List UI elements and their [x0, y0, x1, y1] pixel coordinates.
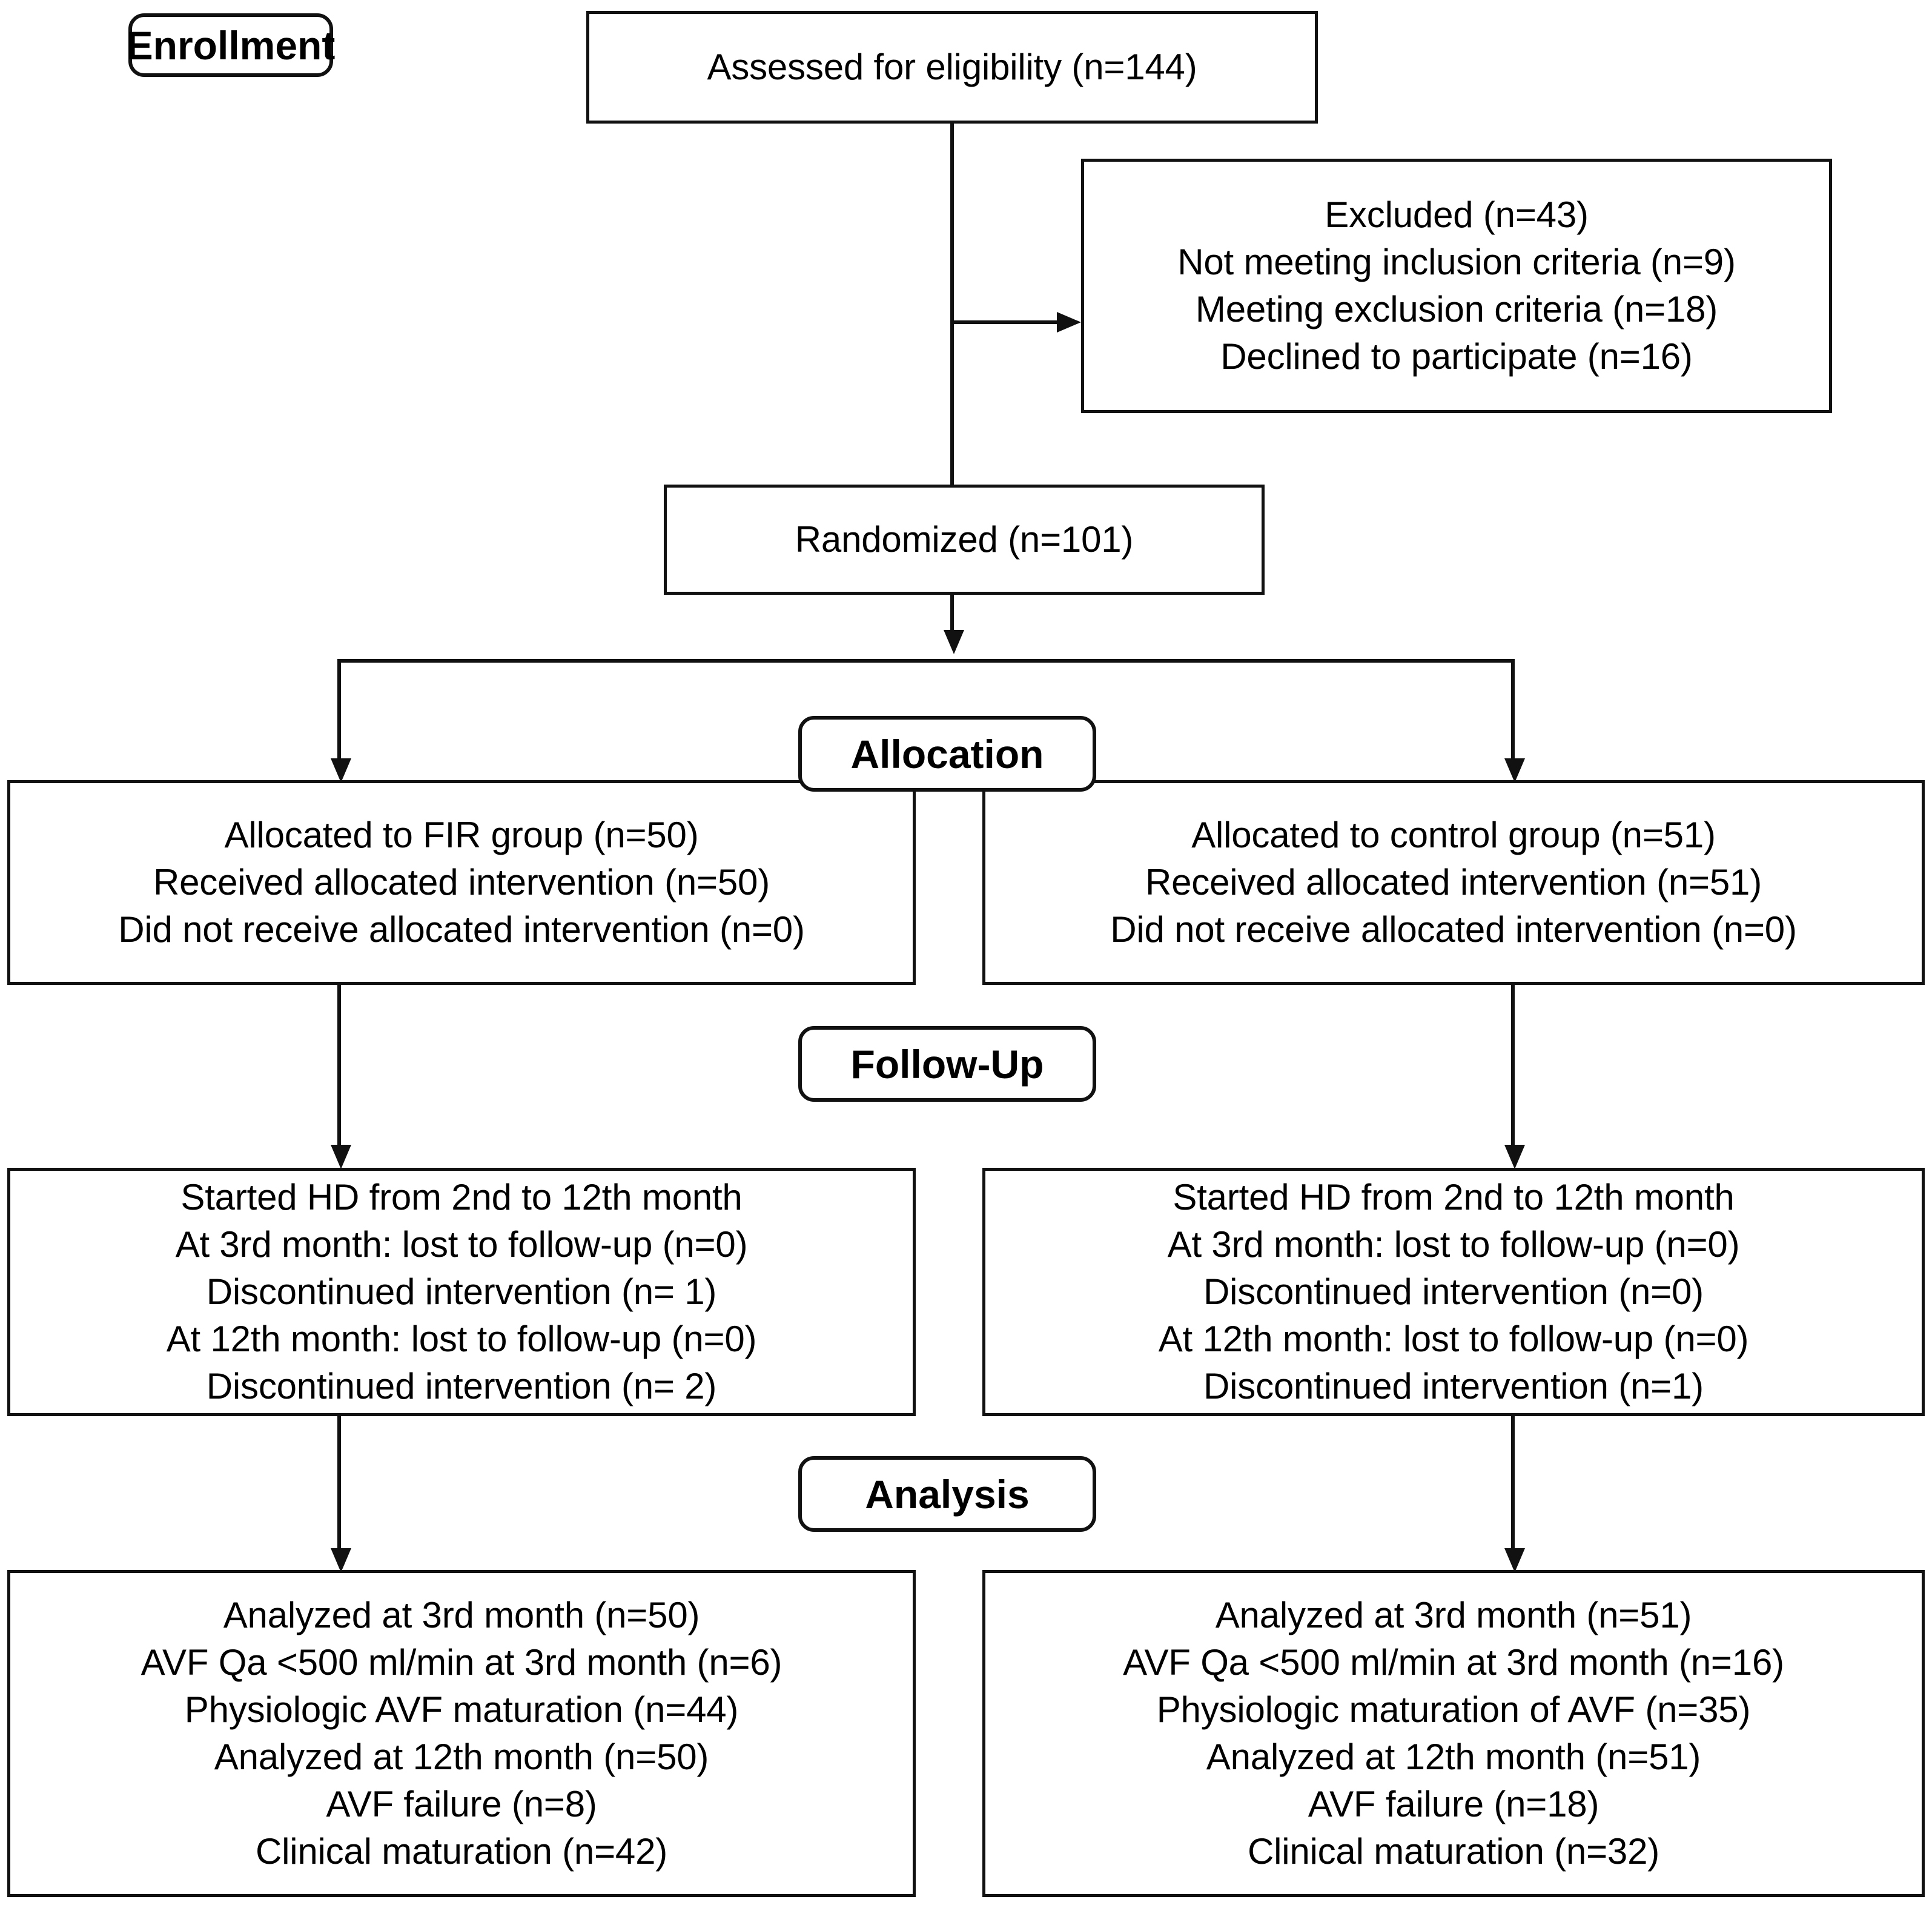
- analysis-right-box: Analyzed at 3rd month (n=51) AVF Qa <500…: [982, 1570, 1925, 1897]
- allocation-left-line-1: Allocated to FIR group (n=50): [224, 815, 699, 855]
- stage-label-enrollment-text: Enrollment: [126, 22, 336, 68]
- stage-label-allocation-text: Allocation: [850, 731, 1044, 777]
- connector-allocation-right-to-followup-right: [1511, 985, 1515, 1148]
- stage-label-allocation: Allocation: [798, 716, 1096, 792]
- analysis-right-line-1: Analyzed at 3rd month (n=51): [1215, 1595, 1692, 1635]
- randomized-box: Randomized (n=101): [664, 485, 1265, 595]
- analysis-left-line-2: AVF Qa <500 ml/min at 3rd month (n=6): [141, 1642, 782, 1683]
- analysis-right-line-5: AVF failure (n=18): [1308, 1784, 1600, 1824]
- analysis-left-line-3: Physiologic AVF maturation (n=44): [184, 1689, 739, 1730]
- stage-label-followup-text: Follow-Up: [850, 1041, 1044, 1087]
- connector-randomized-stem: [950, 595, 954, 632]
- assessed-for-eligibility-box: Assessed for eligibility (n=144): [586, 11, 1318, 124]
- connector-allocation-left-to-followup-left: [337, 985, 341, 1148]
- analysis-right-line-4: Analyzed at 12th month (n=51): [1206, 1737, 1701, 1777]
- split-bar-randomized: [337, 659, 1515, 663]
- analysis-right-line-2: AVF Qa <500 ml/min at 3rd month (n=16): [1123, 1642, 1784, 1683]
- connector-split-to-allocation-left: [337, 659, 341, 763]
- connector-assessed-to-randomized: [950, 124, 954, 486]
- arrowhead-allocation-left: [331, 758, 351, 783]
- excluded-line-3: Meeting exclusion criteria (n=18): [1195, 289, 1718, 330]
- arrowhead-randomized-stem: [944, 630, 964, 654]
- analysis-left-line-1: Analyzed at 3rd month (n=50): [223, 1595, 700, 1635]
- excluded-line-1: Excluded (n=43): [1325, 194, 1589, 235]
- allocation-left-line-2: Received allocated intervention (n=50): [153, 862, 770, 903]
- arrowhead-followup-left: [331, 1145, 351, 1169]
- allocation-right-line-2: Received allocated intervention (n=51): [1145, 862, 1762, 903]
- followup-left-line-4: At 12th month: lost to follow-up (n=0): [166, 1319, 757, 1359]
- followup-right-box: Started HD from 2nd to 12th month At 3rd…: [982, 1168, 1925, 1416]
- analysis-left-line-5: AVF failure (n=8): [326, 1784, 597, 1824]
- analysis-left-line-4: Analyzed at 12th month (n=50): [214, 1737, 709, 1777]
- followup-left-line-2: At 3rd month: lost to follow-up (n=0): [175, 1224, 748, 1265]
- analysis-left-line-6: Clinical maturation (n=42): [255, 1831, 668, 1872]
- arrowhead-followup-right: [1504, 1145, 1525, 1169]
- followup-right-line-4: At 12th month: lost to follow-up (n=0): [1158, 1319, 1749, 1359]
- analysis-right-line-3: Physiologic maturation of AVF (n=35): [1156, 1689, 1751, 1730]
- allocation-right-line-3: Did not receive allocated intervention (…: [1110, 909, 1797, 950]
- followup-right-line-3: Discontinued intervention (n=0): [1203, 1271, 1704, 1312]
- randomized-line-1: Randomized (n=101): [795, 519, 1134, 560]
- excluded-line-4: Declined to participate (n=16): [1220, 336, 1693, 377]
- connector-assessed-to-excluded: [950, 320, 1060, 324]
- stage-label-enrollment: Enrollment: [126, 13, 336, 77]
- stage-label-analysis-text: Analysis: [865, 1471, 1030, 1517]
- analysis-right-line-6: Clinical maturation (n=32): [1247, 1831, 1660, 1872]
- excluded-line-2: Not meeting inclusion criteria (n=9): [1177, 242, 1736, 282]
- connector-followup-left-to-analysis-left: [337, 1416, 341, 1551]
- stage-label-analysis: Analysis: [798, 1456, 1096, 1532]
- excluded-box: Excluded (n=43) Not meeting inclusion cr…: [1081, 159, 1832, 413]
- connector-followup-right-to-analysis-right: [1511, 1416, 1515, 1551]
- followup-left-line-5: Discontinued intervention (n= 2): [206, 1366, 717, 1406]
- analysis-left-box: Analyzed at 3rd month (n=50) AVF Qa <500…: [7, 1570, 916, 1897]
- allocation-left-line-3: Did not receive allocated intervention (…: [118, 909, 805, 950]
- stage-label-followup: Follow-Up: [798, 1026, 1096, 1102]
- allocation-left-box: Allocated to FIR group (n=50) Received a…: [7, 780, 916, 985]
- arrowhead-analysis-left: [331, 1548, 351, 1572]
- followup-left-line-3: Discontinued intervention (n= 1): [206, 1271, 717, 1312]
- arrowhead-allocation-right: [1504, 758, 1525, 783]
- arrowhead-to-excluded: [1057, 312, 1081, 333]
- followup-right-line-1: Started HD from 2nd to 12th month: [1173, 1177, 1735, 1217]
- followup-right-line-2: At 3rd month: lost to follow-up (n=0): [1167, 1224, 1740, 1265]
- allocation-right-line-1: Allocated to control group (n=51): [1191, 815, 1716, 855]
- followup-left-line-1: Started HD from 2nd to 12th month: [180, 1177, 743, 1217]
- followup-right-line-5: Discontinued intervention (n=1): [1203, 1366, 1704, 1406]
- followup-left-box: Started HD from 2nd to 12th month At 3rd…: [7, 1168, 916, 1416]
- arrowhead-analysis-right: [1504, 1548, 1525, 1572]
- connector-split-to-allocation-right: [1511, 659, 1515, 763]
- assessed-line-1: Assessed for eligibility (n=144): [707, 47, 1197, 87]
- allocation-right-box: Allocated to control group (n=51) Receiv…: [982, 780, 1925, 985]
